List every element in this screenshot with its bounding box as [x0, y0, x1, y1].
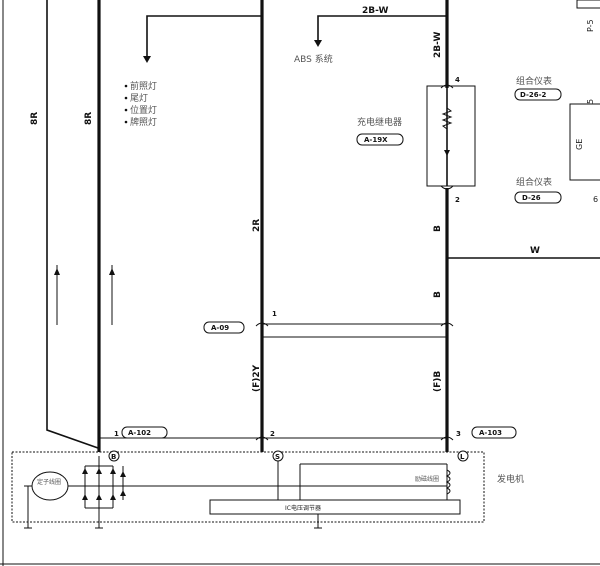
- connector-d26: [514, 191, 562, 204]
- bullet-icon: [124, 108, 128, 112]
- label-fb: (F)B: [433, 371, 443, 392]
- label-8r-1: 8R: [30, 112, 40, 125]
- label-charge-relay: 充电继电器: [357, 116, 402, 128]
- connector-a09: [203, 321, 245, 334]
- label-8r-2: 8R: [84, 112, 94, 125]
- diode-icon: [110, 468, 116, 474]
- lamp-item: 牌照灯: [130, 116, 157, 128]
- bullet-icon: [124, 96, 128, 100]
- label-terminal-b: B: [111, 453, 116, 461]
- arrow-down-icon: [314, 40, 322, 47]
- relay-connector-top: [440, 84, 454, 89]
- right-edge-top-box: [576, 0, 600, 9]
- label-2bw-right: 2B-W: [433, 32, 443, 58]
- terminal-l-icon: [457, 450, 469, 462]
- label-2r: 2R: [252, 219, 262, 232]
- label-terminal-s: S: [275, 453, 280, 461]
- diode-icon: [96, 494, 102, 500]
- wire-to-lamps: [146, 15, 262, 58]
- label-a09: A-09: [211, 324, 229, 332]
- field-coil-icon: [445, 469, 451, 495]
- arrow-up-icon: [54, 268, 60, 275]
- wire-2bw-top: [317, 15, 447, 42]
- label-b-1: B: [433, 225, 443, 232]
- connector-a102: [121, 426, 168, 439]
- diode-icon: [110, 494, 116, 500]
- bullet-icon: [124, 120, 128, 124]
- label-right-edge-low: 6: [593, 195, 598, 204]
- bottom-connector-center: [255, 436, 269, 441]
- relay-pin-bottom: 2: [455, 196, 460, 204]
- a09-connector-center: [255, 322, 269, 327]
- arrow-up-icon: [109, 268, 115, 275]
- label-combo-meter-2: 组合仪表: [516, 176, 552, 188]
- label-a19x: A-19X: [364, 136, 388, 144]
- label-f2y: (F)2Y: [252, 364, 262, 392]
- label-field-coil: 励磁线圈: [415, 475, 439, 483]
- diode-icon: [82, 494, 88, 500]
- lamp-item: 位置灯: [130, 104, 157, 116]
- connector-d26-2: [514, 88, 562, 101]
- pin-a102: 1: [114, 430, 119, 438]
- diode-icon: [96, 468, 102, 474]
- label-b-2: B: [433, 291, 443, 298]
- pin-center-bottom: 2: [270, 430, 275, 438]
- label-w: W: [530, 246, 540, 256]
- bullet-icon: [124, 84, 128, 88]
- connector-a103: [471, 426, 517, 439]
- label-a103: A-103: [479, 429, 502, 437]
- label-terminal-l: L: [460, 453, 465, 461]
- label-right-edge-mid: 5: [586, 99, 595, 104]
- ic-regulator-box: [209, 499, 461, 515]
- pin-a09: 1: [272, 310, 277, 318]
- label-d26-2: D-26-2: [520, 91, 546, 99]
- stator-coil-icon: [31, 471, 69, 501]
- lamp-item: 前照灯: [130, 80, 157, 92]
- arrow-down-icon: [143, 56, 151, 63]
- relay-pin-top: 4: [455, 76, 460, 84]
- lamp-item: 尾灯: [130, 93, 148, 104]
- connector-a19x: [356, 133, 404, 146]
- relay-resistor-icon: [441, 107, 453, 130]
- label-abs: ABS 系统: [294, 53, 333, 65]
- label-a102: A-102: [128, 429, 151, 437]
- generator-box: [11, 451, 485, 523]
- diode-icon: [82, 468, 88, 474]
- label-d26: D-26: [522, 194, 541, 202]
- rectifier-bridge: [68, 456, 140, 509]
- label-2bw-top: 2B-W: [362, 6, 388, 16]
- relay-connector-bottom: [440, 185, 454, 190]
- label-generator: 发电机: [497, 473, 524, 485]
- terminal-b-icon: [108, 450, 120, 462]
- relay-diode-icon: [444, 150, 450, 156]
- lamps-list: 前照灯 尾灯 位置灯 牌照灯: [124, 80, 157, 128]
- right-edge-box: [569, 103, 600, 181]
- pin-a103: 3: [456, 430, 461, 438]
- label-regulator: IC电压调节器: [285, 504, 321, 512]
- label-combo-meter-1: 组合仪表: [516, 75, 552, 87]
- label-stator: 定子线圈: [37, 478, 61, 486]
- a09-connector-right: [440, 322, 454, 327]
- charge-relay-box: [426, 85, 476, 187]
- bottom-connector-right: [440, 436, 454, 441]
- wire-8r-left: [46, 0, 99, 449]
- label-right-edge-top: P-5: [586, 19, 595, 32]
- label-right-edge-box: GE: [575, 139, 584, 150]
